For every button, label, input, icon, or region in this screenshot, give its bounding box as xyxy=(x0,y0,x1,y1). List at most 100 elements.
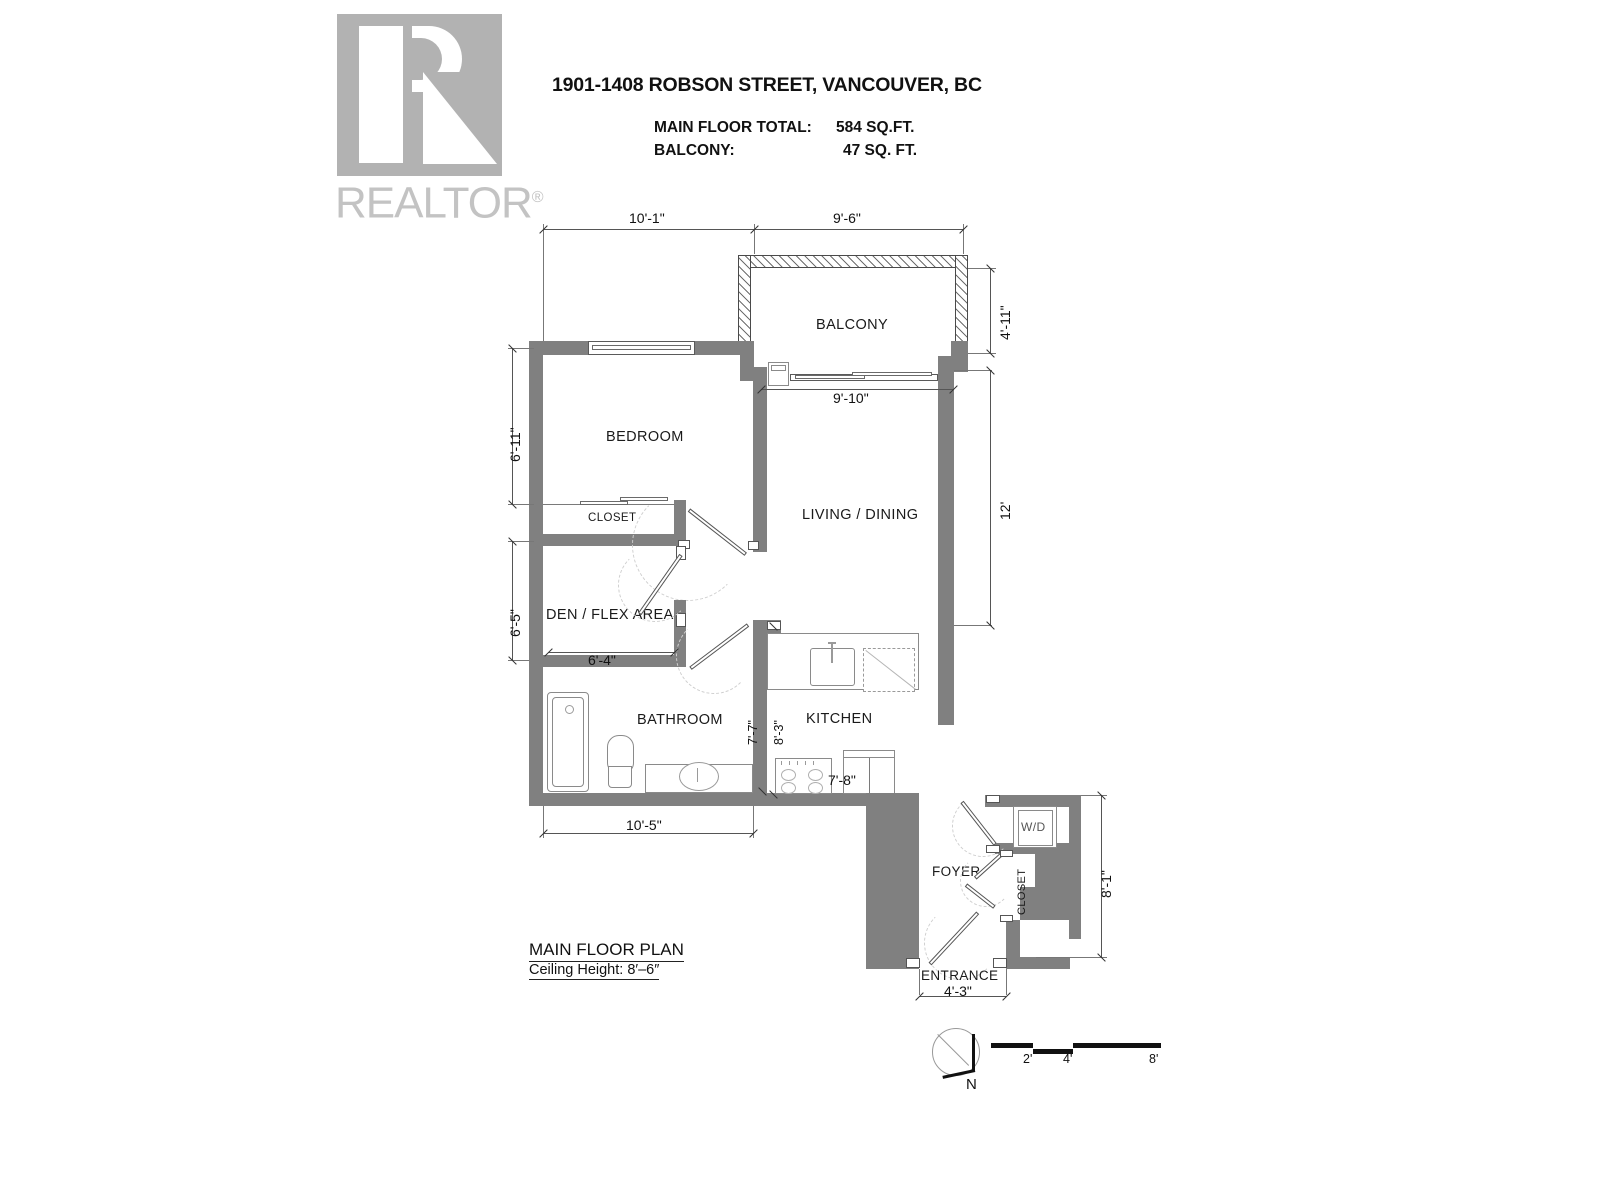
realtor-registered-icon: ® xyxy=(531,189,544,206)
bedroom-door-jamb-b xyxy=(748,541,759,550)
dim-line-foyer-right xyxy=(1101,795,1102,957)
ext-line-12-bot xyxy=(954,625,992,626)
entrance-door-arc xyxy=(924,906,998,980)
ext-line-bottom-a xyxy=(543,806,544,838)
dim-line-balcony-depth xyxy=(990,268,991,353)
plan-title: MAIN FLOOR PLAN xyxy=(529,940,684,962)
dim-line-right-main xyxy=(990,370,991,625)
ceiling-height-note: Ceiling Height: 8′–6″ xyxy=(529,962,660,980)
dim-line-den-width xyxy=(548,652,674,653)
ext-line-top-a xyxy=(543,224,544,344)
wall-exterior-left xyxy=(529,341,543,806)
realtor-r-stem xyxy=(359,26,403,163)
balcony-rail-right xyxy=(955,255,968,353)
closet-door-arc xyxy=(960,855,1012,907)
scale-seg-3 xyxy=(1073,1043,1161,1048)
wall-wd-bottom xyxy=(995,843,1070,854)
ext-line-left-c xyxy=(508,541,534,542)
dim-line-left-upper xyxy=(512,348,513,504)
ext-line-foyer-top xyxy=(1081,795,1107,796)
kitchen-refrigerator-top xyxy=(843,750,895,758)
ext-line-left-d xyxy=(508,660,534,661)
dim-bathroom-right: 7'-7" xyxy=(746,720,760,745)
closet-slider-a xyxy=(580,501,628,505)
ext-line-left-b xyxy=(508,504,534,505)
balcony-rail-top xyxy=(738,255,968,268)
dim-living-width: 9'-10" xyxy=(833,390,869,406)
ext-line-top-b xyxy=(754,224,755,254)
wall-closet-lower xyxy=(1020,887,1070,920)
living-slider-panel-a xyxy=(795,375,865,379)
room-label-bedroom: BEDROOM xyxy=(606,429,684,445)
ext-line-balc-bot xyxy=(968,353,996,354)
wall-bathroom-bottom xyxy=(529,793,919,806)
scale-label-2ft: 2' xyxy=(1023,1052,1033,1066)
wd-door-jamb-b xyxy=(986,845,1000,853)
main-floor-total-value: 584 SQ.FT. xyxy=(836,119,915,136)
living-slider-panel-b xyxy=(852,372,932,376)
wd-door-jamb-a xyxy=(986,795,1000,803)
kitchen-faucet-head-icon xyxy=(828,642,836,644)
scale-bar: 2' 4' 8' xyxy=(991,1043,1161,1066)
kitchen-faucet-icon xyxy=(831,643,833,663)
wall-den-bottom xyxy=(529,655,686,667)
dim-balcony-depth: 4'-11" xyxy=(997,305,1013,340)
dim-right-main: 12' xyxy=(997,501,1013,520)
dim-line-top-left xyxy=(543,229,754,230)
room-label-balcony: BALCONY xyxy=(816,317,889,333)
wall-hall-top xyxy=(905,793,919,969)
ext-line-top-c xyxy=(963,224,964,254)
dim-line-bottom-left xyxy=(543,833,753,834)
ext-line-entr-a xyxy=(919,969,920,995)
dim-top-left: 10'-1" xyxy=(629,210,665,226)
scale-seg-1 xyxy=(991,1043,1033,1048)
range-burner-4-icon xyxy=(808,782,823,794)
dim-entrance-width: 4'-3" xyxy=(944,983,972,999)
den-door-arc-upper xyxy=(618,548,692,622)
scale-label-8ft: 8' xyxy=(1149,1052,1159,1066)
room-label-living-dining: LIVING / DINING xyxy=(802,507,919,523)
kitchen-refrigerator-divider xyxy=(869,758,870,794)
wall-bedroom-right xyxy=(753,367,767,552)
entrance-door-jamb-b xyxy=(993,958,1007,968)
scale-seg-2 xyxy=(1033,1049,1073,1054)
wall-wd-right xyxy=(1069,795,1081,939)
ext-line-foyer-bot xyxy=(1036,957,1107,958)
dim-left-lower: 6'-5" xyxy=(507,609,523,637)
wall-closet-right-in xyxy=(1035,854,1070,887)
room-label-kitchen: KITCHEN xyxy=(806,711,873,727)
dim-bottom-left: 10'-5" xyxy=(626,817,662,833)
dim-top-right: 9'-6" xyxy=(833,210,861,226)
compass-rose-icon xyxy=(932,1028,984,1080)
entrance-door-jamb-a xyxy=(906,958,920,968)
bedroom-window-sash xyxy=(592,345,691,350)
compass-north-label: N xyxy=(966,1076,977,1093)
ext-line-left-a xyxy=(508,348,534,349)
room-label-foyer-closet: CLOSET xyxy=(1016,868,1028,915)
closet-door-jamb-a xyxy=(1000,850,1013,857)
dim-line-left-lower xyxy=(512,541,513,660)
balcony-area-value: 47 SQ. FT. xyxy=(843,142,918,159)
washer-dryer-inner xyxy=(1018,810,1053,846)
page-title: 1901-1408 ROBSON STREET, VANCOUVER, BC xyxy=(552,74,982,96)
kitchen-range-controls-icon xyxy=(781,761,819,765)
dim-line-living-width xyxy=(761,389,953,390)
wall-bathroom-right xyxy=(753,620,767,795)
bathroom-faucet-icon xyxy=(697,768,698,782)
den-door-jamb-mid xyxy=(676,613,686,627)
ext-line-entr-b xyxy=(1006,969,1007,995)
ext-line-12-top xyxy=(954,370,992,371)
bathtub-drain-icon xyxy=(565,705,574,714)
bathroom-sink-icon xyxy=(679,762,719,791)
bathroom-door-arc xyxy=(676,618,752,694)
dim-line-entrance xyxy=(919,996,1006,997)
wall-exterior-right-main xyxy=(938,370,954,725)
room-label-bedroom-closet: CLOSET xyxy=(588,512,637,524)
dim-kitchen-bottom: 7'-8" xyxy=(828,772,856,788)
range-burner-2-icon xyxy=(808,769,823,781)
dim-kitchen-left: 8'-3" xyxy=(772,720,786,745)
wall-living-notch xyxy=(938,356,968,372)
dim-line-top-right xyxy=(754,229,963,230)
range-burner-1-icon xyxy=(781,769,796,781)
